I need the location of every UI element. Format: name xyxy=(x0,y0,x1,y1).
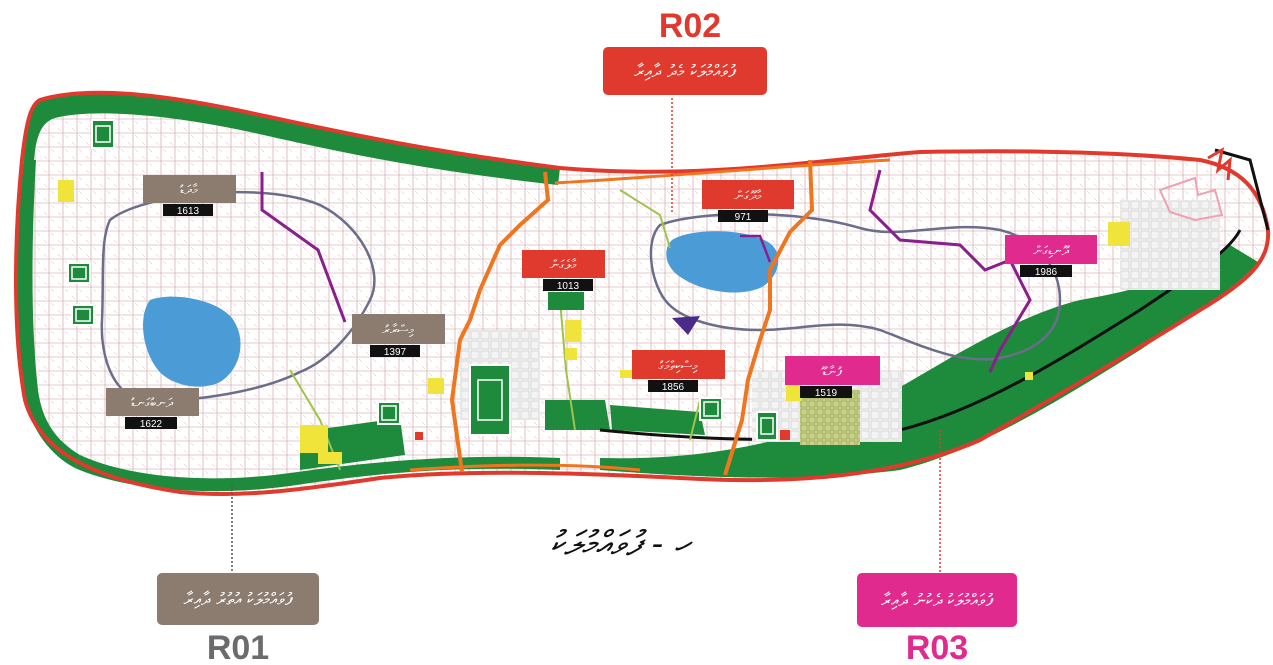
ward-label-maadhoogan: މާދޫގަން 971 xyxy=(702,180,794,223)
svg-text:މާލެގަން: މާލެގަން xyxy=(550,258,578,273)
path-green-south xyxy=(689,399,701,441)
facility-marker xyxy=(1108,222,1130,246)
svg-text:މާދޫގަން: މާދޫގަން xyxy=(734,189,762,204)
path-purple-lake xyxy=(740,234,772,263)
park-icon xyxy=(756,411,778,441)
facility-marker xyxy=(565,348,577,360)
east-road xyxy=(1214,148,1270,231)
map-title: ހ - ފުވައްމުލަކު xyxy=(550,524,693,564)
ward-boundary-4 xyxy=(409,463,641,472)
park-icon xyxy=(67,262,91,284)
sports-field xyxy=(469,364,511,436)
region-name-box-r03 xyxy=(857,573,1017,627)
ward-label-maalegan: މާލެގަން 1013 xyxy=(522,250,605,310)
facility-marker xyxy=(300,425,328,453)
vegetation-south-east xyxy=(600,245,1258,478)
ward-label-miskithmagu: މިސްކިތްމަގު 1856 xyxy=(632,350,725,393)
path-green-north xyxy=(619,189,671,249)
svg-text:1613: 1613 xyxy=(177,206,200,217)
facility-marker xyxy=(565,320,581,342)
svg-text:ދަނބުގަނޑު: ދަނބުގަނޑު xyxy=(130,396,174,411)
ward-label-dhanbugandu: ދަނބުގަނޑު 1622 xyxy=(106,388,199,430)
park-icon xyxy=(377,401,401,425)
ward-label-madadu: މާދަޑު 1613 xyxy=(143,175,236,217)
sports-field-inner xyxy=(477,379,503,421)
facility-marker xyxy=(1025,372,1033,380)
region-code-r02: R02 xyxy=(659,7,721,45)
facility-marker xyxy=(318,452,342,464)
east-tip-outline xyxy=(1158,176,1224,222)
ward-label-misraaru: މިސްރާރު 1397 xyxy=(352,314,445,358)
svg-text:މާދަޑު: މާދަޑު xyxy=(179,183,198,198)
ward-label-funaadoo: ފުނާޑޫ 1519 xyxy=(785,356,880,399)
coastline xyxy=(14,90,1271,497)
vegetation-north-west xyxy=(24,92,560,185)
ward-label-dhoondigan: ދޫނޑިގަން 1986 xyxy=(1005,235,1097,278)
svg-text:1397: 1397 xyxy=(384,347,407,358)
region-name-r03: ފުވައްމުލަކު ދެކުނު ދާއިރާ xyxy=(881,591,994,611)
svg-text:1013: 1013 xyxy=(557,281,580,292)
svg-text:1519: 1519 xyxy=(815,388,838,399)
facility-marker xyxy=(780,430,790,440)
vegetation-park-center-east xyxy=(610,405,705,435)
path-loop-west xyxy=(100,190,376,404)
park-icon xyxy=(71,304,95,326)
vegetation-park-center xyxy=(545,400,610,430)
ward-boundary-1 xyxy=(449,171,551,473)
svg-text:މިސްކިތްމަގު: މިސްކިތްމަގު xyxy=(658,359,698,374)
ward-boundary-3 xyxy=(723,159,815,476)
facility-marker xyxy=(620,370,632,378)
landmark-triangle xyxy=(672,316,700,335)
facility-marker xyxy=(428,378,444,394)
region-name-r02: ފުވައްމުލަކު މެދު ދާއިރާ xyxy=(634,62,736,82)
path-purple-west xyxy=(260,172,347,323)
region-name-box-r01 xyxy=(157,573,319,625)
region-code-r03: R03 xyxy=(906,629,968,661)
lake-west xyxy=(143,296,241,387)
svg-text:ފުނާޑޫ: ފުނާޑޫ xyxy=(821,365,843,380)
svg-text:971: 971 xyxy=(735,212,752,223)
vegetation-south xyxy=(75,455,560,492)
park-icon xyxy=(699,397,723,421)
facility-marker xyxy=(58,180,74,202)
path-loop-east xyxy=(649,212,1062,361)
path-purple-east xyxy=(868,169,1032,373)
region-name-r01: ފުވައްމުލަކު އުތުރު ދާއިރާ xyxy=(184,590,293,610)
svg-text:1622: 1622 xyxy=(140,419,163,430)
region-code-r01: R01 xyxy=(207,629,269,661)
park-icon xyxy=(91,119,115,149)
facility-marker xyxy=(415,432,423,440)
svg-text:މިސްރާރު: މިސްރާރު xyxy=(382,323,414,338)
lake-east xyxy=(666,231,779,293)
farmland-grid xyxy=(800,390,860,445)
residential-blocks-east xyxy=(1120,200,1220,290)
region-name-box-r02 xyxy=(603,47,767,95)
svg-text:1986: 1986 xyxy=(1035,267,1058,278)
vegetation-west xyxy=(16,160,80,468)
facility-marker xyxy=(786,385,802,401)
path-green-center xyxy=(559,299,576,431)
svg-text:ދޫނޑިގަން: ދޫނޑިގަން xyxy=(1033,244,1071,259)
svg-text:1856: 1856 xyxy=(662,382,685,393)
east-tip-zigzag xyxy=(1207,147,1232,181)
ward-boundary-2 xyxy=(554,158,891,185)
